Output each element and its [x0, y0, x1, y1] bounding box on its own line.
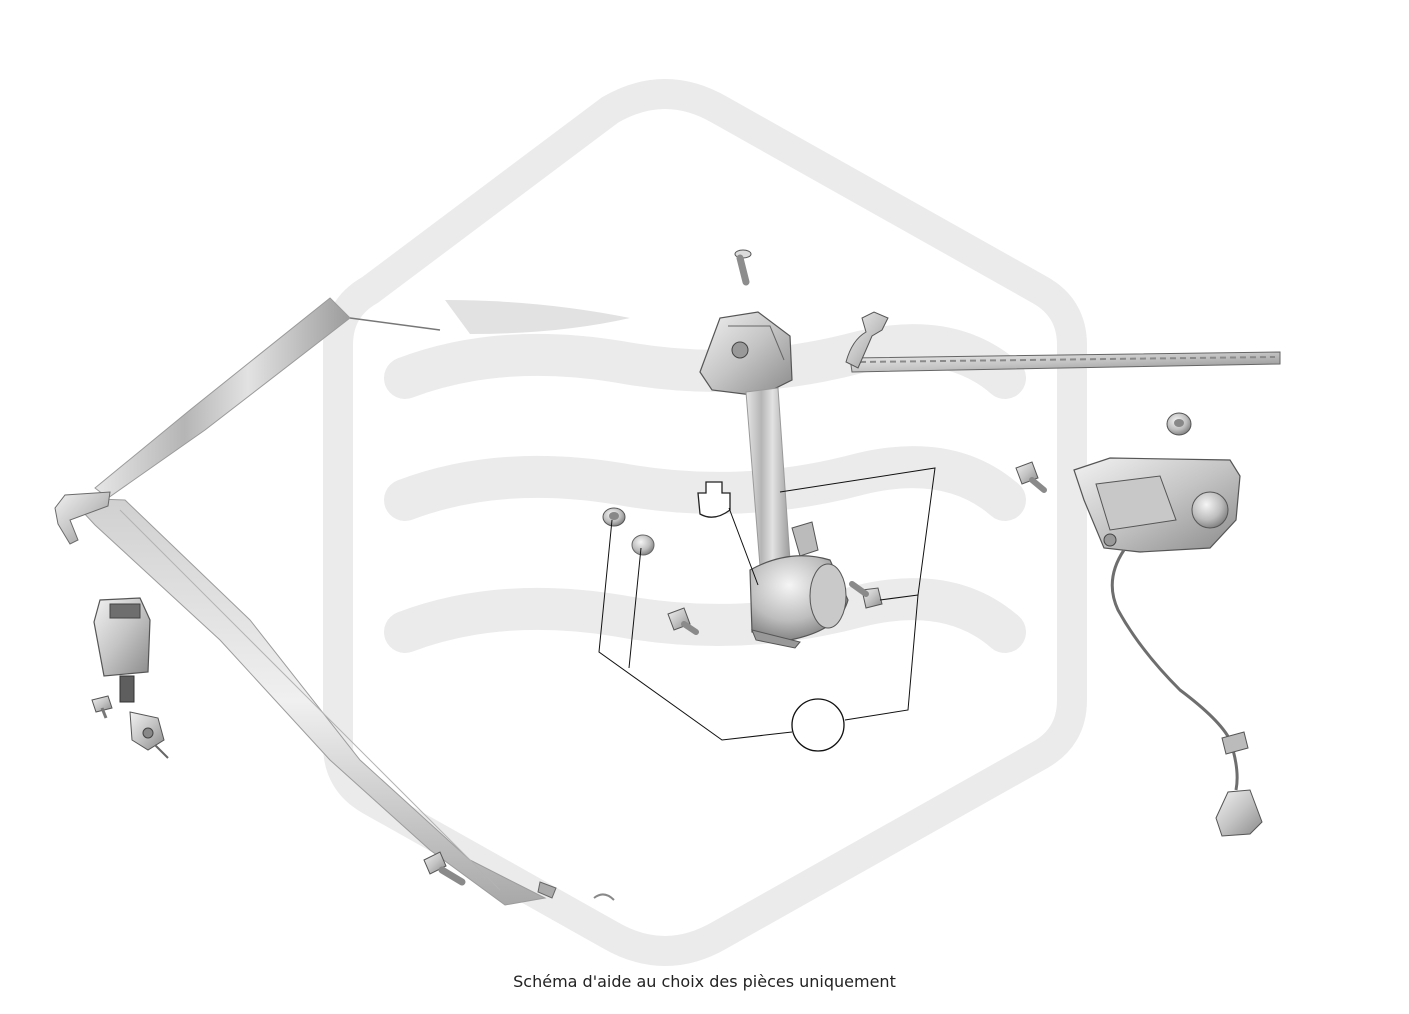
- callout-leader-lines: [598, 467, 936, 741]
- watermark-wave-3: [384, 578, 1026, 653]
- belt-loop-guide: [54, 491, 111, 545]
- pretensioner-cable: [1110, 549, 1263, 837]
- retractor-bolt-2: [849, 581, 883, 609]
- pretensioner: [1073, 457, 1241, 553]
- upper-anchor-bolt: [734, 249, 752, 286]
- buckle: [93, 597, 169, 759]
- watermark-logo: [323, 79, 1087, 966]
- diagram-caption: Schéma d'aide au choix des pièces unique…: [513, 972, 896, 991]
- watermark-hexagon: [323, 79, 1087, 966]
- lower-anchor-part: [537, 881, 615, 901]
- belt-webbing: [68, 297, 630, 906]
- seat-belt-retractor: [749, 521, 849, 649]
- callout-circle[interactable]: [791, 698, 845, 752]
- pretensioner-bolt: [1015, 461, 1047, 493]
- pretensioner-cap: [1166, 412, 1192, 436]
- buckle-bolt: [91, 695, 113, 719]
- retractor-webbing: [745, 387, 791, 567]
- label-plate: [697, 481, 731, 518]
- cap-nut-1: [602, 507, 626, 527]
- cap-nut-2: [631, 534, 655, 556]
- height-adjuster-rail: [845, 311, 1281, 373]
- lower-anchor-bolt: [423, 851, 466, 886]
- d-ring-guide: [699, 311, 793, 397]
- retractor-bolt-1: [667, 607, 699, 635]
